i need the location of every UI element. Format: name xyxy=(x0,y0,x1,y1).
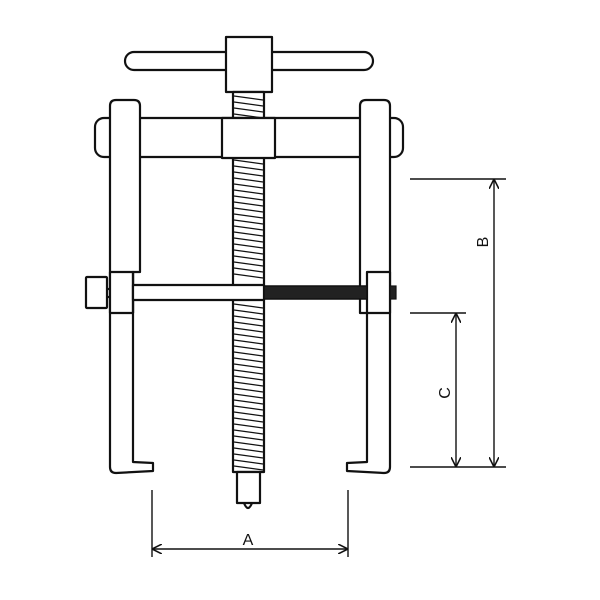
left-collar xyxy=(108,270,135,315)
dimension-label-b: B xyxy=(475,237,492,248)
dimension-label-c: C xyxy=(437,387,454,399)
t-handle xyxy=(123,35,375,94)
center-nut xyxy=(220,116,277,160)
dimension-a: A xyxy=(151,490,349,557)
crossbar xyxy=(93,116,405,160)
right-jaw-arm xyxy=(345,98,392,475)
dimension-b: B xyxy=(410,178,506,468)
adjuster-rod xyxy=(84,275,397,310)
right-collar xyxy=(365,270,392,315)
screw-tip xyxy=(235,470,262,505)
left-jaw-arm xyxy=(108,98,155,475)
dimension-c: C xyxy=(410,312,466,466)
dimension-label-a: A xyxy=(243,532,254,549)
screw-point xyxy=(242,502,254,510)
adjuster-knob xyxy=(84,275,109,310)
